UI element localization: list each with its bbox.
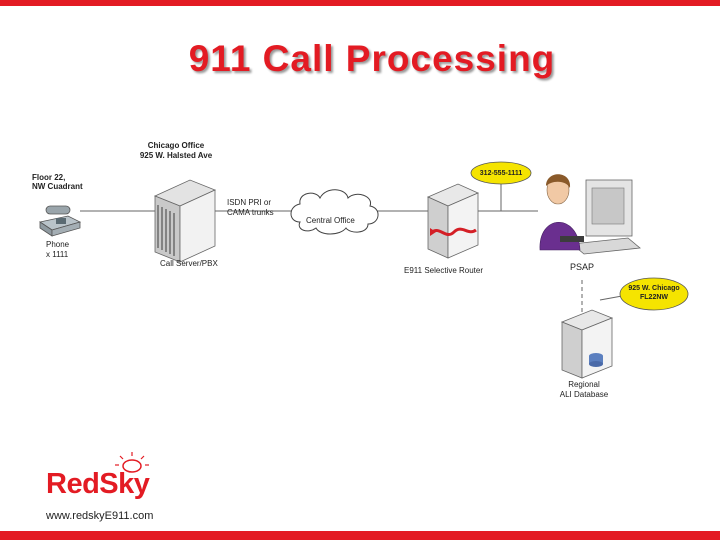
trunk-label-line1: ISDN PRI or	[227, 198, 272, 207]
central-office-cloud	[290, 189, 379, 235]
redsky-logo-emblem	[115, 452, 149, 473]
selective-router-label: E911 Selective Router	[404, 266, 484, 275]
phone-label-line2: x 1111	[46, 250, 69, 259]
floor-label-line1: Floor 22,	[32, 173, 66, 182]
psap-operator-icon	[539, 174, 641, 255]
callout-address-connector	[599, 295, 623, 301]
psap-label: PSAP	[570, 262, 595, 272]
callout-address-line1: 925 W. Chicago	[628, 285, 680, 292]
floor-label-line2: NW Cuadrant	[32, 182, 83, 191]
call-server-pbx-icon	[153, 179, 217, 263]
connection-lines	[80, 184, 623, 312]
bottom-accent-bar	[0, 531, 720, 540]
callout-number-text: 312-555-1111	[479, 170, 523, 177]
phone-label-line1: Phone	[46, 240, 70, 249]
ali-label-line2: ALI Database	[559, 390, 609, 399]
trunk-label-line2: CAMA trunks	[227, 208, 274, 217]
phone-icon	[38, 205, 82, 237]
callout-address-bubble	[619, 277, 689, 311]
website-url: www.redskyE911.com	[46, 510, 154, 522]
redsky-logo-text: RedSky	[46, 468, 150, 500]
central-office-label: Central Office	[306, 216, 355, 225]
callout-number-bubble	[470, 161, 532, 185]
top-accent-bar	[0, 0, 720, 6]
call-server-label: Call Server/PBX	[160, 259, 218, 268]
slide-title: 911 Call Processing	[188, 38, 556, 79]
office-name: Chicago Office	[147, 141, 205, 150]
ali-label-line1: Regional	[568, 380, 600, 389]
office-address: 925 W. Halsted Ave	[139, 151, 213, 160]
callout-address-line2: FL22NW	[640, 294, 668, 301]
ali-database-icon	[560, 309, 614, 379]
selective-router-icon	[427, 183, 479, 259]
